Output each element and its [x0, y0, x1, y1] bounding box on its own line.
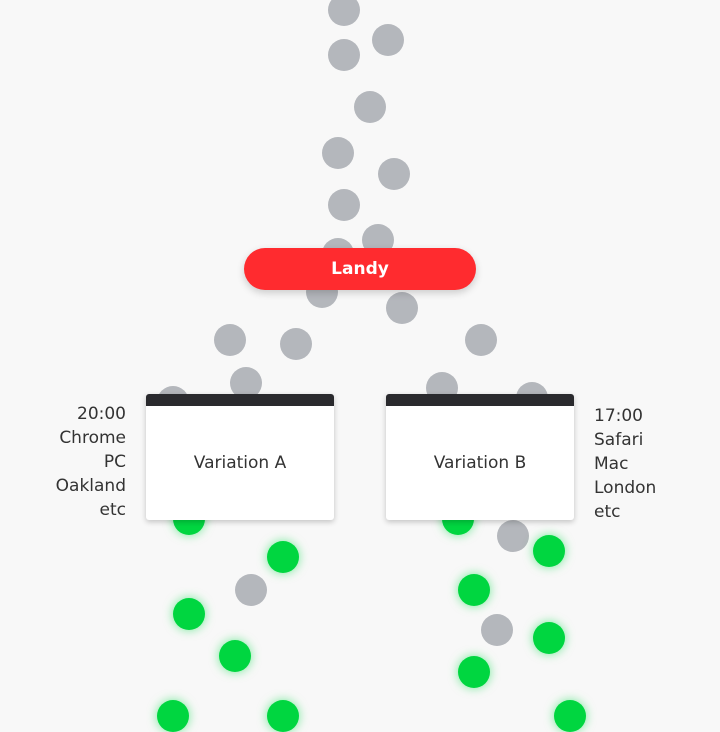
visitor-dot: [465, 324, 497, 356]
converted-visitor-dot: [219, 640, 251, 672]
visitor-device: PC: [103, 452, 126, 472]
visitor-city: Oakland: [55, 476, 126, 496]
visitor-dot: [214, 324, 246, 356]
converted-visitor-dot: [533, 535, 565, 567]
converted-visitor-dot: [173, 598, 205, 630]
window-titlebar: [146, 394, 334, 406]
window-titlebar: [386, 394, 574, 406]
visitor-dot: [386, 292, 418, 324]
converted-visitor-dot: [267, 541, 299, 573]
visitor-etc: etc: [99, 500, 126, 520]
visitor-dot: [378, 158, 410, 190]
variation-b-visitor-details: 17:00 Safari Mac London etc: [594, 404, 656, 524]
converted-visitor-dot: [533, 622, 565, 654]
visitor-dot: [280, 328, 312, 360]
visitor-dot: [328, 39, 360, 71]
visitor-dot: [481, 614, 513, 646]
visitor-browser: Chrome: [59, 428, 126, 448]
visitor-dot: [235, 574, 267, 606]
visitor-dot: [497, 520, 529, 552]
visitor-dot: [328, 189, 360, 221]
variation-a-label: Variation A: [193, 453, 287, 473]
visitor-city: London: [594, 478, 657, 498]
converted-visitor-dot: [458, 574, 490, 606]
visitor-dot: [354, 91, 386, 123]
converted-visitor-dot: [267, 700, 299, 732]
variation-a-visitor-details: 20:00 Chrome PC Oakland etc: [56, 402, 126, 522]
visitor-dot: [328, 0, 360, 26]
visitor-time: 17:00: [594, 406, 643, 426]
visitor-time: 20:00: [77, 404, 126, 424]
visitor-etc: etc: [594, 502, 621, 522]
converted-visitor-dot: [157, 700, 189, 732]
variation-a-window: Variation A: [146, 394, 334, 520]
converted-visitor-dot: [458, 656, 490, 688]
visitor-dot: [230, 367, 262, 399]
landy-router-pill: Landy: [244, 248, 476, 290]
visitor-browser: Safari: [594, 430, 644, 450]
visitor-device: Mac: [594, 454, 629, 474]
variation-b-window: Variation B: [386, 394, 574, 520]
variation-b-label: Variation B: [433, 453, 527, 473]
visitor-dot: [322, 137, 354, 169]
converted-visitor-dot: [554, 700, 586, 732]
visitor-dot: [372, 24, 404, 56]
landy-label: Landy: [331, 259, 389, 279]
